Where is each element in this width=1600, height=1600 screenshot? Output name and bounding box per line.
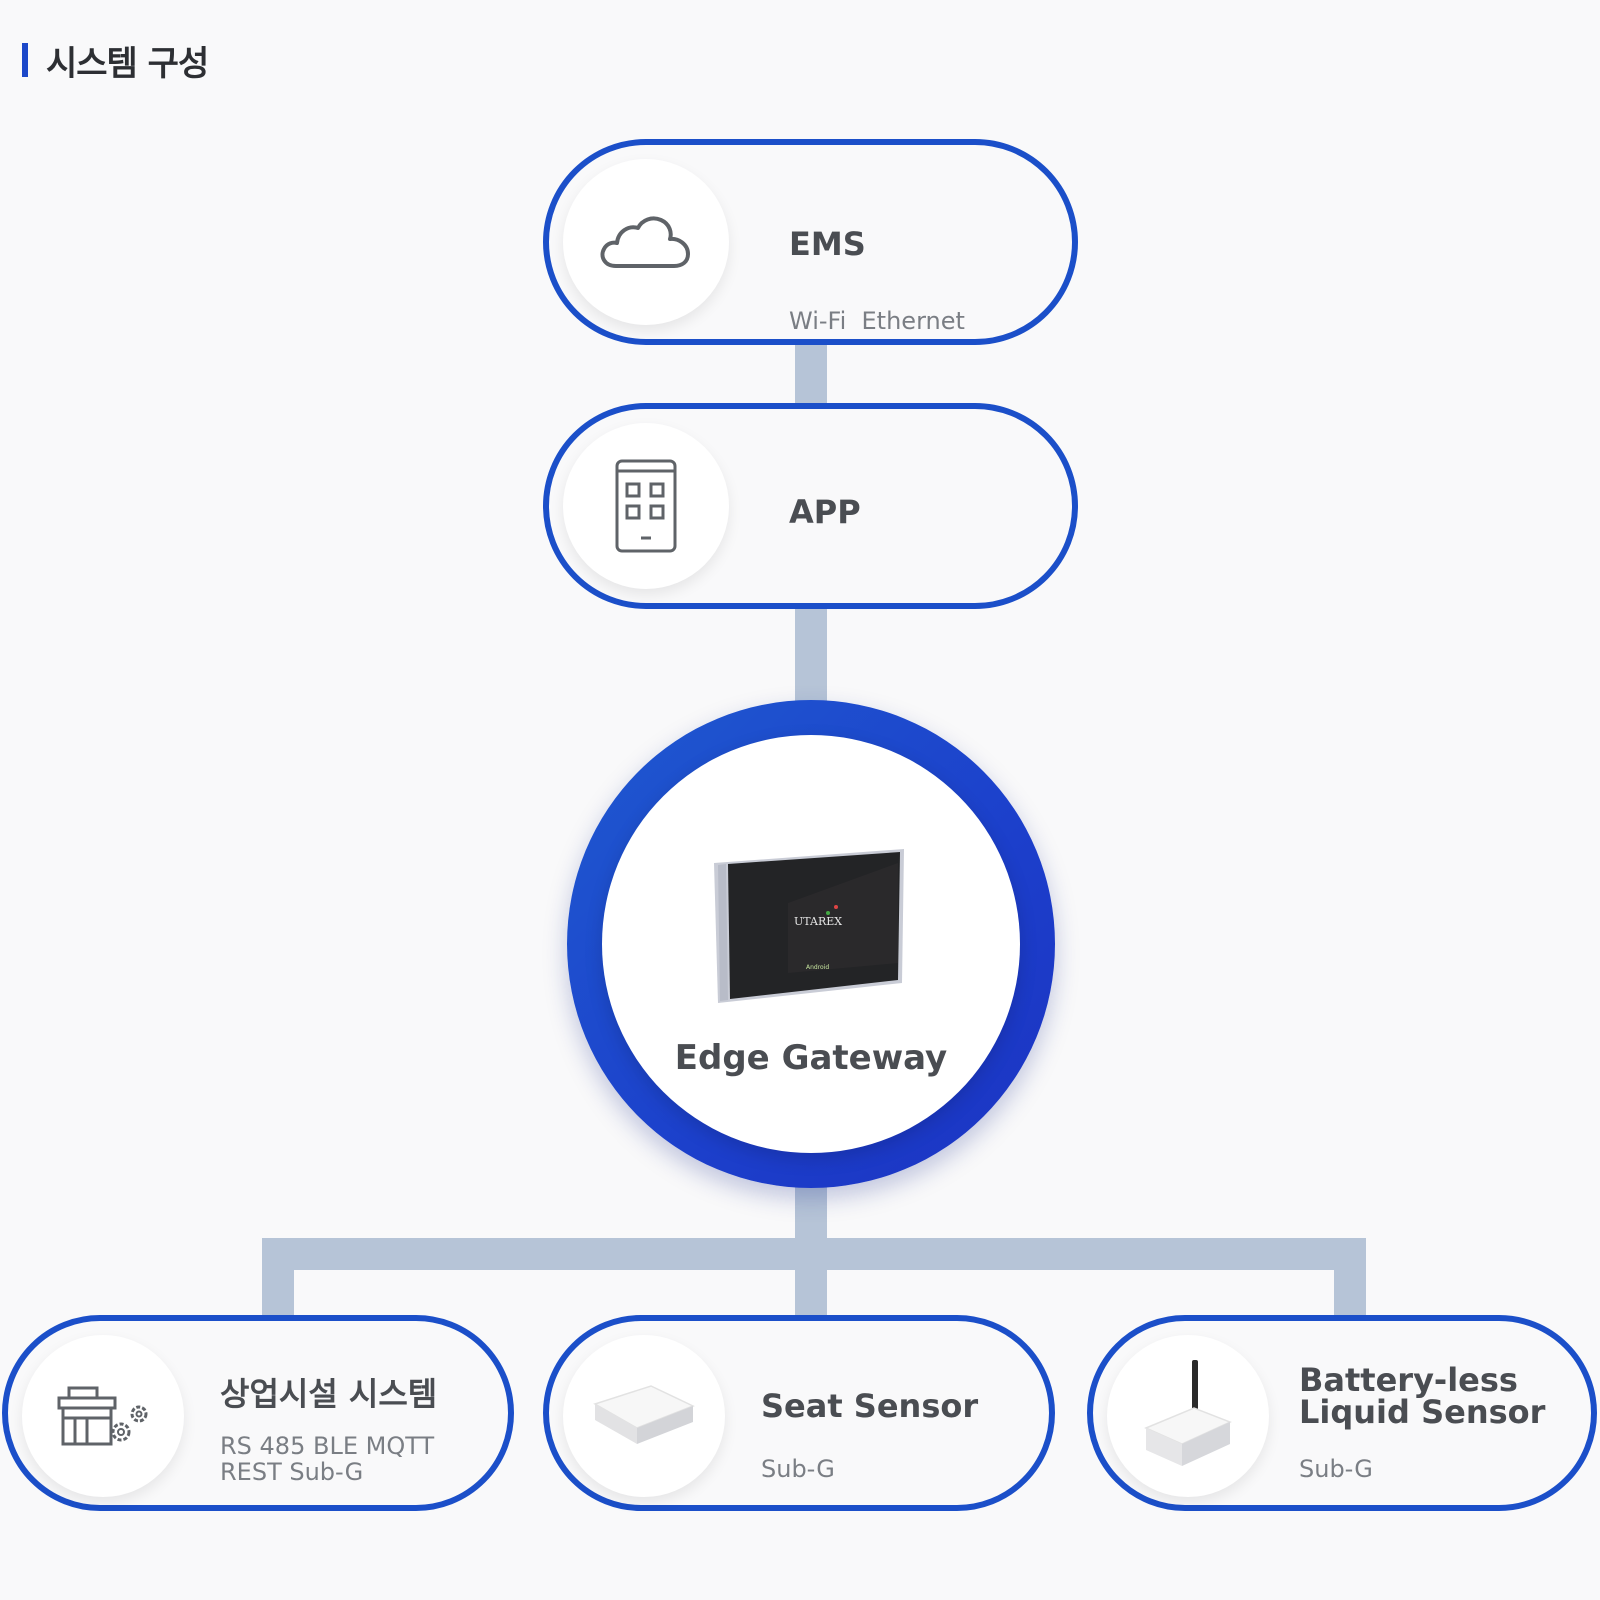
gateway-os: Android <box>806 964 829 971</box>
connector-left-drop <box>262 1238 294 1318</box>
liquid-sensor-node: Battery-less Liquid Sensor Sub-G <box>1087 1315 1597 1511</box>
commercial-icon-circle <box>22 1335 184 1497</box>
ems-icon-circle <box>563 159 729 325</box>
seat-sensor-node: Seat Sensor Sub-G <box>543 1315 1055 1511</box>
page-title: 시스템 구성 <box>46 43 209 84</box>
app-label: APP <box>789 493 861 531</box>
app-grid-icon <box>615 459 677 553</box>
building-gear-icon <box>57 1386 148 1446</box>
app-node: APP <box>543 403 1078 609</box>
gateway-device-image: UTAREX Android <box>714 849 904 1003</box>
seat-sensor-protocol: Sub-G <box>761 1455 835 1483</box>
commercial-protocols-line2: REST Sub-G <box>220 1458 364 1486</box>
connector-middle-drop <box>795 1238 827 1318</box>
liquid-sensor-label-line2: Liquid Sensor <box>1299 1393 1546 1431</box>
seat-sensor-label: Seat Sensor <box>761 1387 979 1425</box>
connector-gateway-down <box>795 1180 827 1240</box>
commercial-label: 상업시설 시스템 <box>220 1375 438 1413</box>
ems-label: EMS <box>789 225 866 263</box>
seat-sensor-image <box>593 1385 695 1444</box>
connector-app-gateway <box>795 605 827 705</box>
commercial-protocols-line1: RS 485 BLE MQTT <box>220 1432 435 1460</box>
ems-protocols: Wi-Fi Ethernet <box>789 307 965 335</box>
liquid-sensor-label-line1: Battery-less <box>1299 1361 1518 1399</box>
gateway-label: Edge Gateway <box>674 1038 948 1078</box>
liquid-sensor-protocol: Sub-G <box>1299 1455 1373 1483</box>
seat-sensor-icon-circle <box>563 1335 725 1497</box>
section-title: 시스템 구성 <box>22 40 209 84</box>
connector-ems-app <box>795 341 827 407</box>
commercial-node: 상업시설 시스템 RS 485 BLE MQTT REST Sub-G <box>2 1315 514 1511</box>
liquid-sensor-icon-circle <box>1107 1335 1269 1497</box>
cloud-icon <box>600 216 690 268</box>
app-icon-circle <box>563 423 729 589</box>
liquid-sensor-image <box>1144 1360 1232 1466</box>
gateway-brand: UTAREX <box>794 915 842 928</box>
ems-node: EMS Wi-Fi Ethernet <box>543 139 1078 345</box>
connector-right-drop <box>1334 1238 1366 1318</box>
title-accent-bar <box>22 43 28 77</box>
